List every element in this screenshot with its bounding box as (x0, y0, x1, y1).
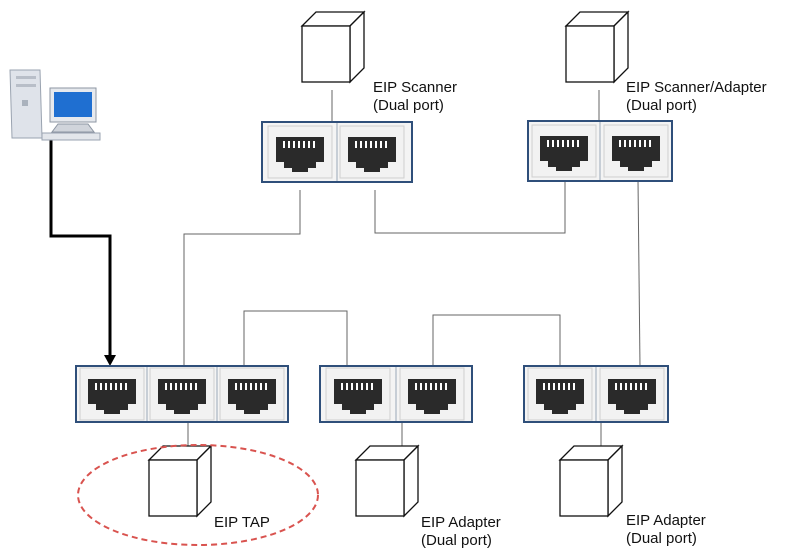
rj45-port-icon (325, 367, 391, 421)
scanner-adapter-device-icon (565, 11, 629, 83)
scanner-to-tap-link (183, 190, 301, 367)
tap-to-adapter-1-link (243, 310, 348, 367)
adapter-1-label: EIP Adapter (Dual port) (421, 514, 501, 549)
rj45-port-icon (339, 125, 405, 179)
tap-highlight-ellipse (77, 444, 319, 546)
rj45-port-icon (399, 367, 465, 421)
scanner-device-icon (301, 11, 365, 83)
tap-port-block (75, 365, 289, 423)
rj45-port-icon (531, 124, 597, 178)
rj45-port-icon (527, 367, 593, 421)
tap-label: EIP TAP (214, 514, 270, 531)
pc-to-tap-link (49, 140, 112, 360)
scanner-label: EIP Scanner (Dual port) (373, 79, 457, 114)
adapter-1-port-block (319, 365, 473, 423)
adapter-1-to-adapter-2-link (432, 314, 561, 367)
rj45-port-icon (599, 367, 665, 421)
rj45-port-icon (79, 367, 145, 421)
scanner-port-block (261, 121, 413, 183)
scanner-adapter-port-block (527, 120, 673, 182)
adapter-2-port-block (523, 365, 669, 423)
scanner-adapter-label: EIP Scanner/Adapter (Dual port) (626, 79, 767, 114)
link-arrowhead (104, 355, 116, 366)
rj45-port-icon (603, 124, 669, 178)
scanner-adapter-to-adapter-2-link (637, 179, 641, 368)
rj45-port-icon (267, 125, 333, 179)
adapter-2-device-icon (559, 445, 623, 517)
adapter-2-label: EIP Adapter (Dual port) (626, 512, 706, 547)
rj45-port-icon (219, 367, 285, 421)
tap-device-icon (148, 445, 212, 517)
scanner-to-scanner-adapter-link (374, 180, 566, 234)
rj45-port-icon (149, 367, 215, 421)
computer-icon (9, 69, 101, 141)
adapter-1-device-icon (355, 445, 419, 517)
network-links (49, 90, 641, 446)
